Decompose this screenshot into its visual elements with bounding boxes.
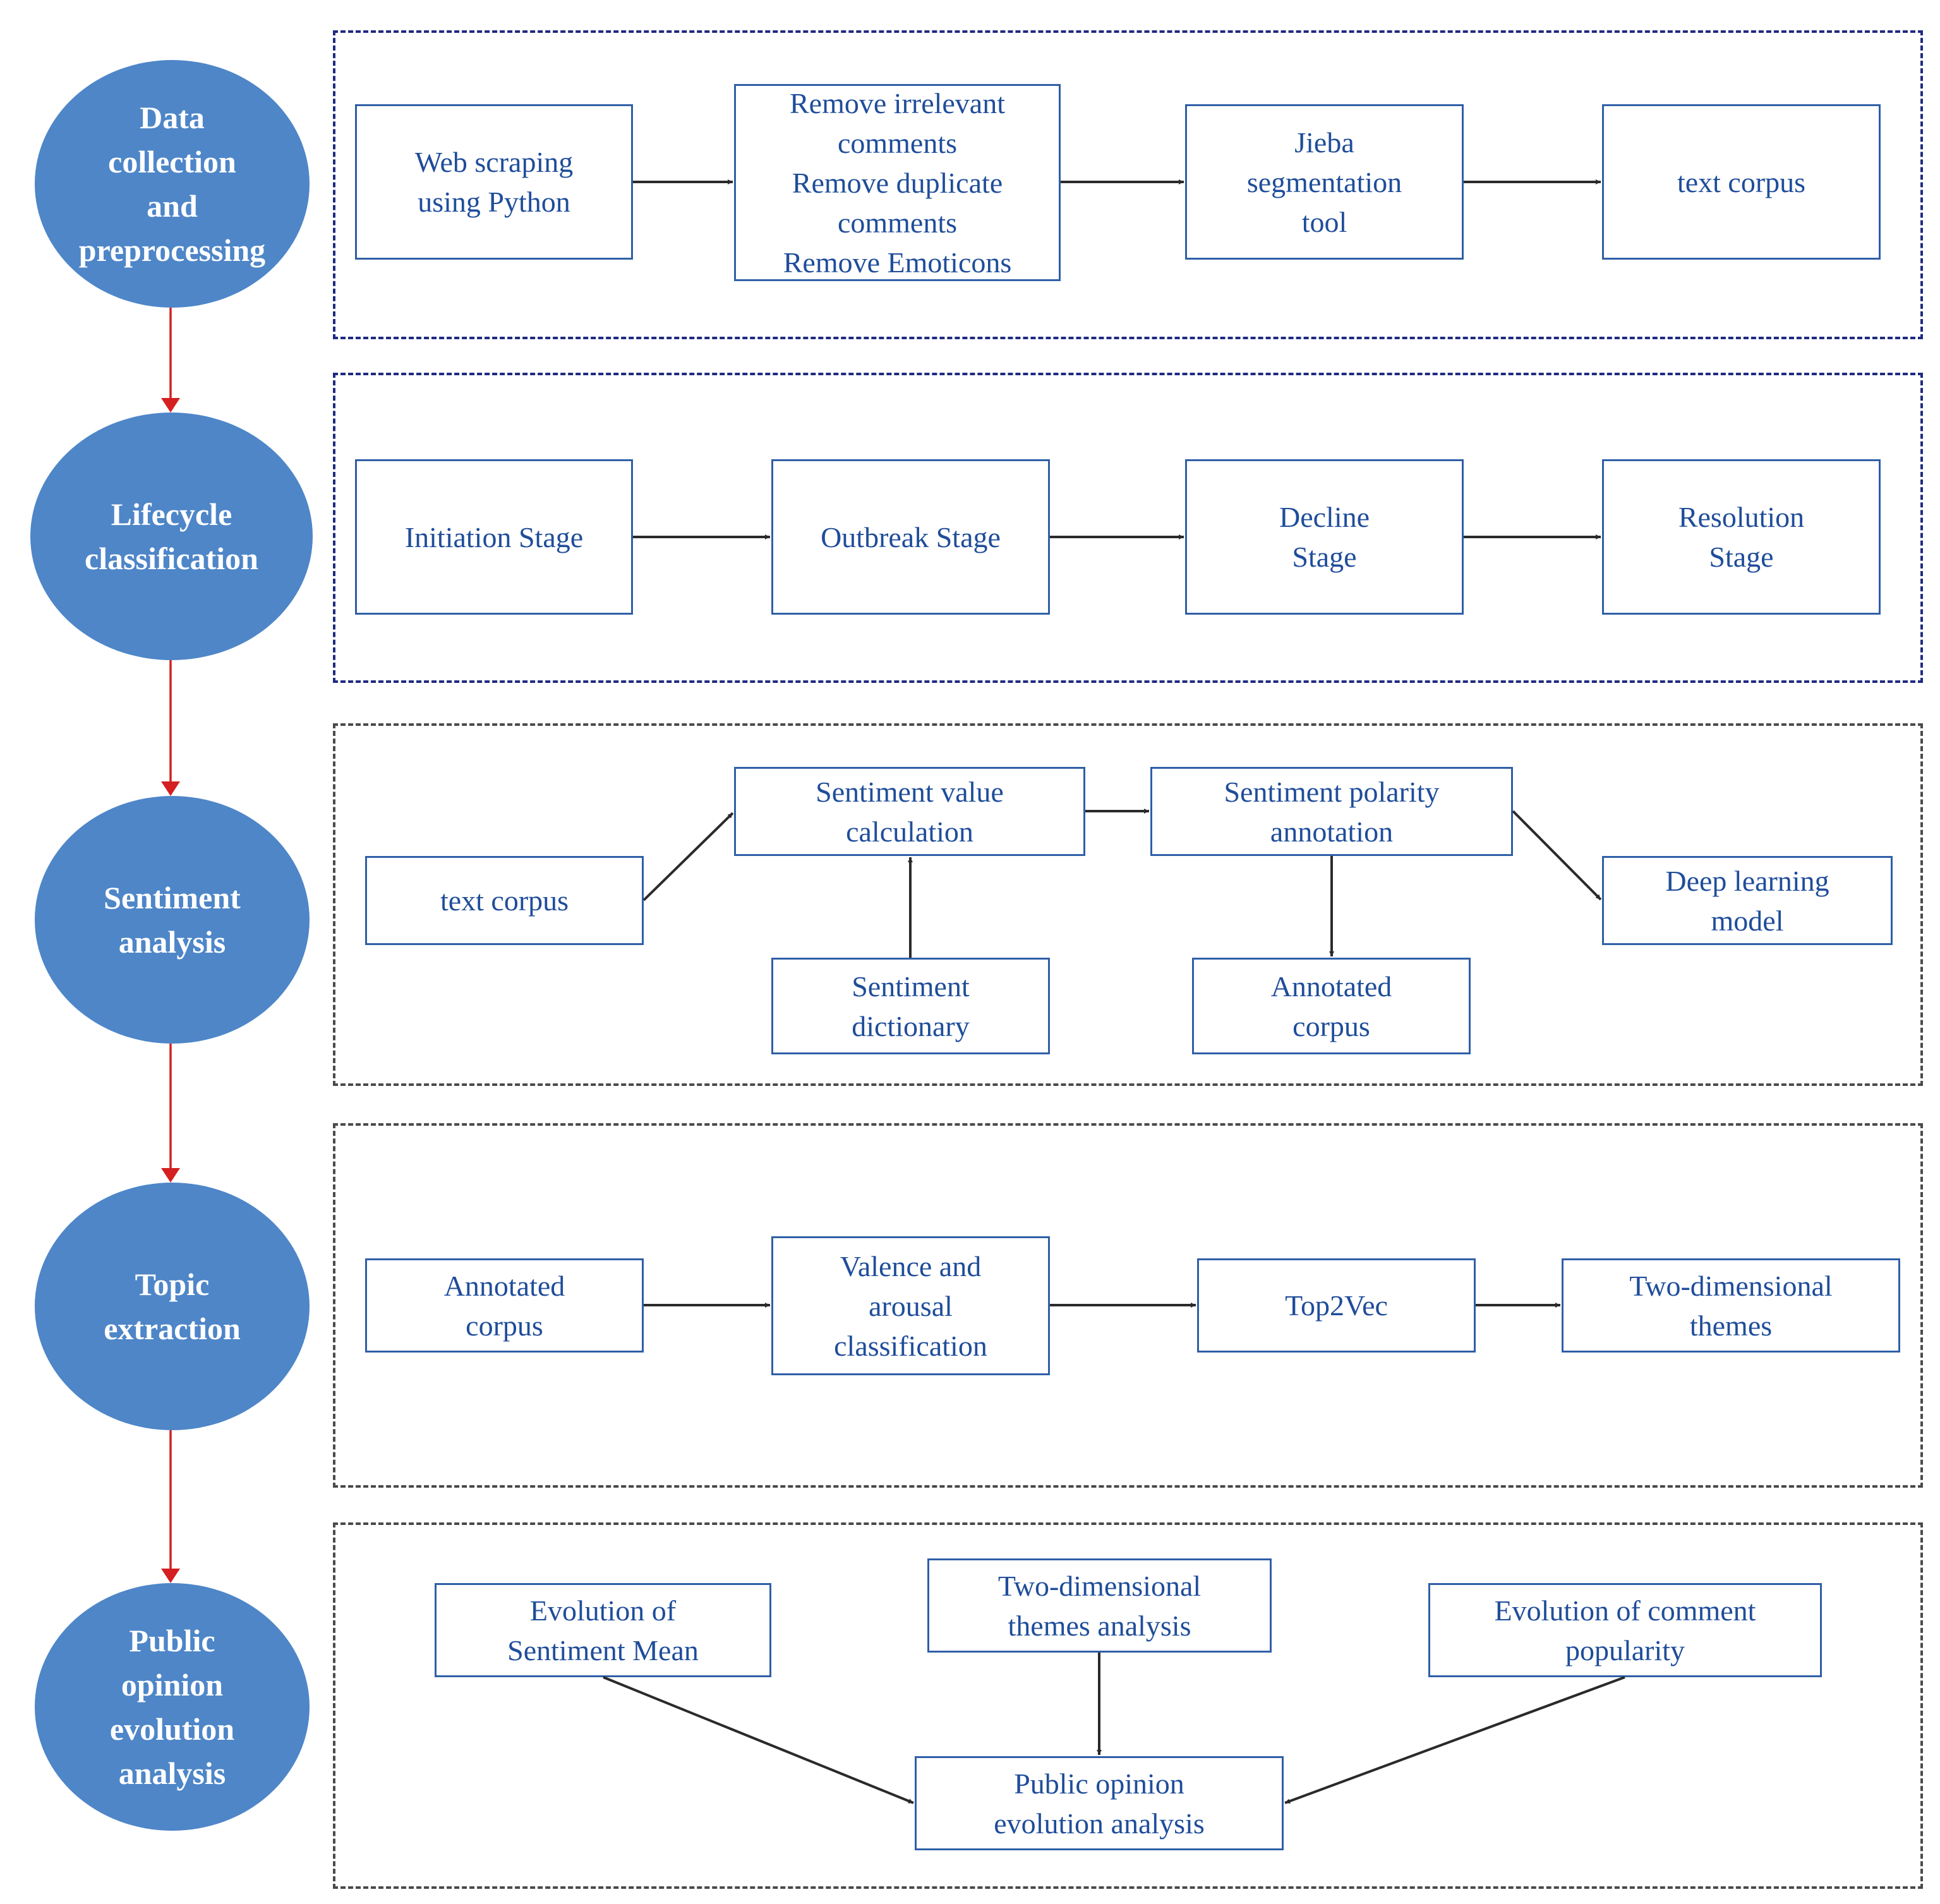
box-sentiment-dictionary: Sentiment dictionary	[771, 958, 1050, 1054]
box-jieba: Jieba segmentation tool	[1185, 104, 1464, 260]
panel-public-opinion	[333, 1522, 1923, 1889]
box-annotated-corpus-2: Annotated corpus	[365, 1258, 644, 1353]
panel-topic	[333, 1123, 1923, 1488]
arrow-polarity-to-deep-learning	[1512, 810, 1602, 901]
box-public-opinion-evolution-analysis: Public opinion evolution analysis	[915, 1756, 1284, 1850]
box-valence-arousal: Valence and arousal classification	[771, 1236, 1050, 1375]
box-initiation-stage: Initiation Stage	[355, 459, 633, 615]
box-resolution-stage: Resolution Stage	[1602, 459, 1881, 615]
box-text-corpus-1: text corpus	[1602, 104, 1881, 260]
box-outbreak-stage: Outbreak Stage	[771, 459, 1050, 615]
box-deep-learning: Deep learning model	[1602, 856, 1893, 945]
arrowhead-stage1-to-stage2	[161, 398, 180, 413]
panel-sentiment	[333, 723, 1923, 1086]
box-annotated-corpus-1: Annotated corpus	[1192, 958, 1471, 1054]
arrowhead-stage2-to-stage3	[161, 781, 180, 796]
arrow-sentiment-mean-to-analysis	[603, 1676, 914, 1804]
box-top2vec: Top2Vec	[1197, 1258, 1476, 1353]
box-two-dimensional-themes: Two-dimensional themes	[1562, 1258, 1900, 1353]
box-web-scraping: Web scraping using Python	[355, 104, 633, 260]
arrow-popularity-to-analysis	[1284, 1676, 1625, 1804]
box-remove-steps: Remove irrelevant comments Remove duplic…	[734, 84, 1061, 281]
box-two-dimensional-themes-analysis: Two-dimensional themes analysis	[927, 1558, 1272, 1653]
box-sentiment-value: Sentiment value calculation	[734, 767, 1085, 856]
box-evolution-comment-popularity: Evolution of comment popularity	[1428, 1583, 1822, 1677]
box-evolution-sentiment-mean: Evolution of Sentiment Mean	[435, 1583, 771, 1677]
box-decline-stage: Decline Stage	[1185, 459, 1464, 615]
stage-public-opinion: Public opinion evolution analysis	[35, 1583, 310, 1831]
box-sentiment-polarity: Sentiment polarity annotation	[1150, 767, 1513, 856]
arrowhead-stage4-to-stage5	[161, 1569, 180, 1583]
stage-topic: Topic extraction	[35, 1183, 310, 1430]
panel-lifecycle	[333, 373, 1923, 683]
arrow-corpus-to-sentiment-value	[642, 812, 734, 901]
stage-data-collection: Data collection and preprocessing	[35, 60, 310, 308]
arrowhead-stage3-to-stage4	[161, 1168, 180, 1183]
panel-data-collection	[333, 30, 1923, 339]
stage-lifecycle: Lifecycle classification	[30, 413, 313, 660]
stage-sentiment: Sentiment analysis	[35, 796, 310, 1044]
box-text-corpus-2: text corpus	[365, 856, 644, 945]
